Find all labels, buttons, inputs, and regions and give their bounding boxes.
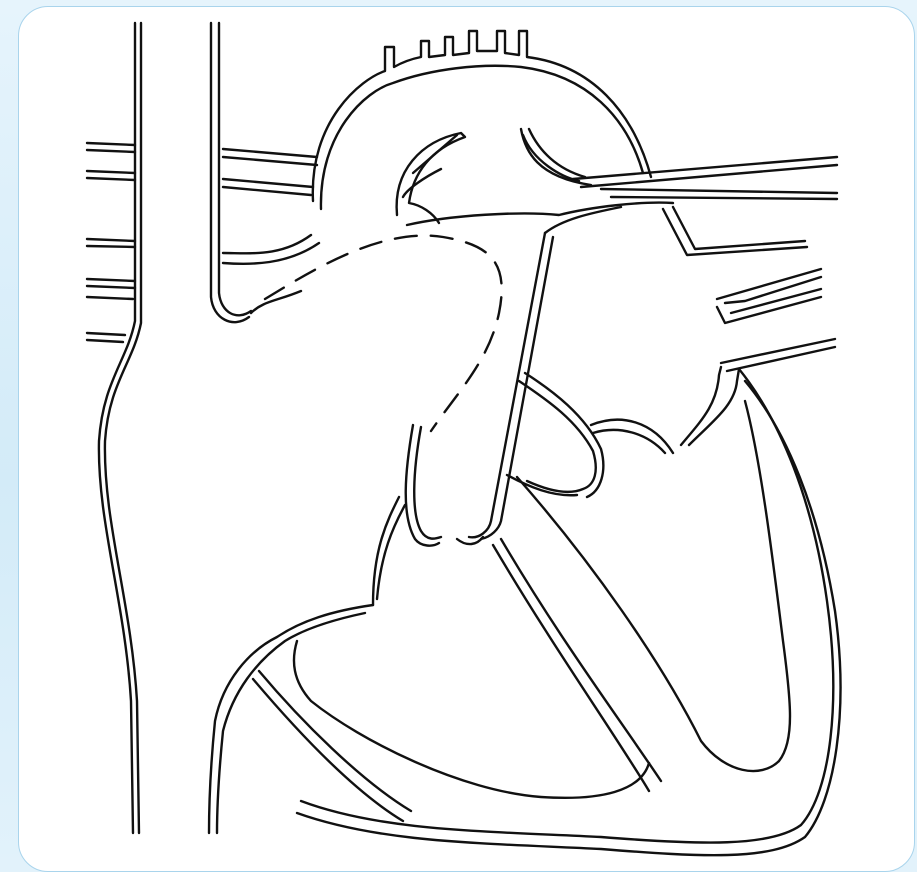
pulmonary-veins-left <box>87 143 135 342</box>
ventricles <box>209 369 840 855</box>
right-pulmonary-branches <box>573 157 837 371</box>
pulmonary-trunk <box>406 203 673 546</box>
diagram-card <box>18 6 915 872</box>
hidden-vessel-outline <box>265 236 502 431</box>
valve-structures <box>373 367 739 605</box>
heart-diagram <box>19 7 915 872</box>
aortic-arch <box>313 31 651 223</box>
